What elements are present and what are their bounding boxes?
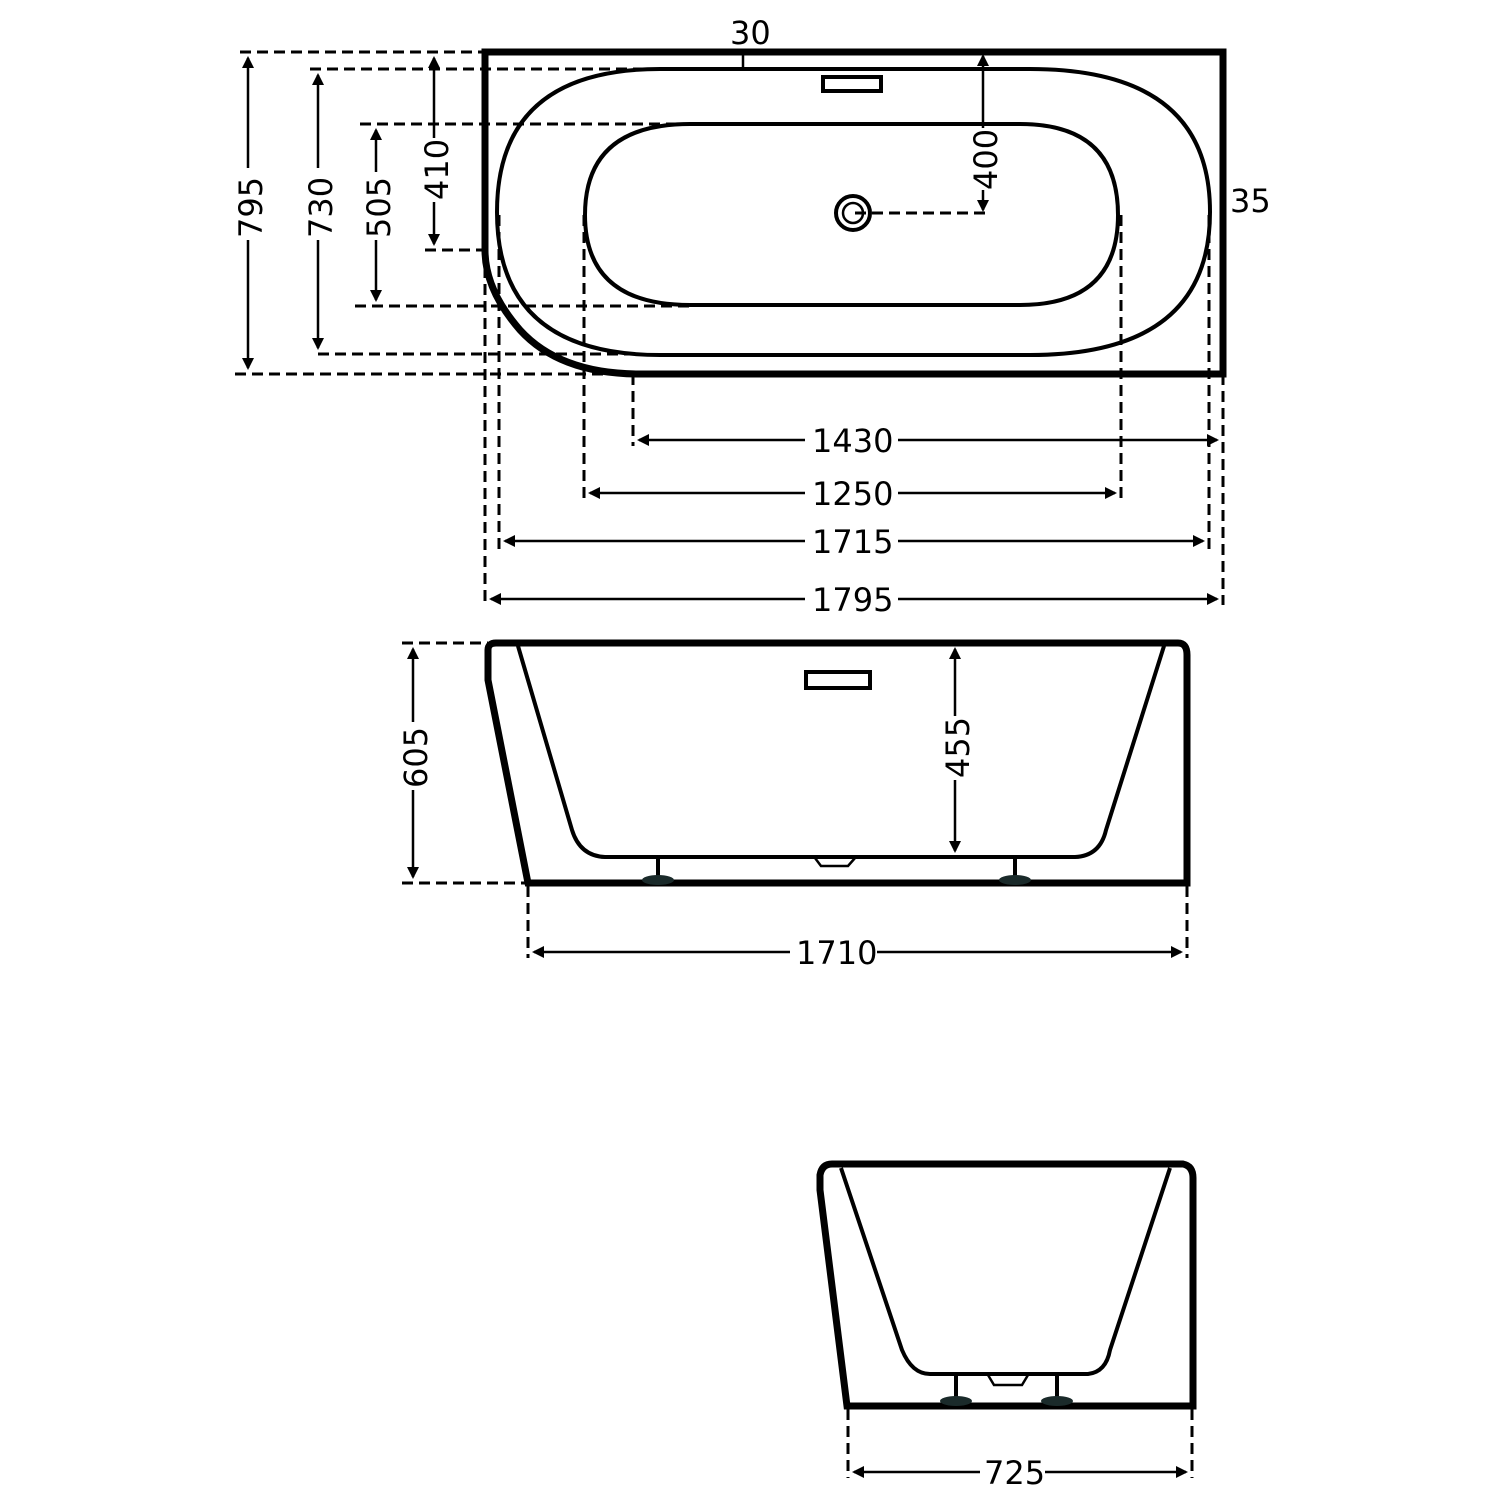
dim-overall-height: 605 bbox=[397, 727, 435, 788]
top-view: 30 35 400 795 730 505 410 bbox=[232, 14, 1271, 619]
dim-base-length: 1710 bbox=[796, 934, 877, 972]
dim-wall-straight-depth: 410 bbox=[418, 139, 456, 200]
end-basin-profile bbox=[839, 1167, 1172, 1376]
side-view: 605 455 1710 bbox=[397, 639, 1191, 972]
dim-basin-length: 1250 bbox=[812, 475, 893, 513]
side-overflow-icon bbox=[804, 670, 872, 690]
dim-base-width: 725 bbox=[984, 1454, 1045, 1492]
dim-overall-width: 795 bbox=[232, 177, 270, 238]
dim-rim-top: 30 bbox=[730, 14, 771, 52]
dim-drain-offset: 400 bbox=[967, 129, 1005, 190]
foot-icon bbox=[999, 875, 1031, 885]
foot-icon bbox=[940, 1396, 972, 1406]
dim-rim-side: 35 bbox=[1230, 182, 1271, 220]
overflow-icon bbox=[821, 75, 883, 93]
foot-icon bbox=[642, 875, 674, 885]
end-view: 725 bbox=[816, 1160, 1197, 1492]
end-outer-shell bbox=[816, 1160, 1197, 1410]
side-basin-profile bbox=[516, 645, 1166, 859]
drain-icon bbox=[834, 194, 872, 232]
dim-basin-depth: 455 bbox=[939, 717, 977, 778]
foot-icon bbox=[1041, 1396, 1073, 1406]
side-outer-shell bbox=[484, 639, 1191, 887]
dim-overall-length: 1795 bbox=[812, 581, 893, 619]
dim-basin-width: 505 bbox=[360, 177, 398, 238]
top-basin-outline bbox=[582, 122, 1121, 307]
dim-inner-rim-width: 730 bbox=[302, 177, 340, 238]
dim-rim-length: 1430 bbox=[812, 422, 893, 460]
dim-inner-rim-length: 1715 bbox=[812, 523, 893, 561]
top-outer-shell bbox=[481, 48, 1227, 378]
top-rim-outline bbox=[494, 67, 1213, 357]
